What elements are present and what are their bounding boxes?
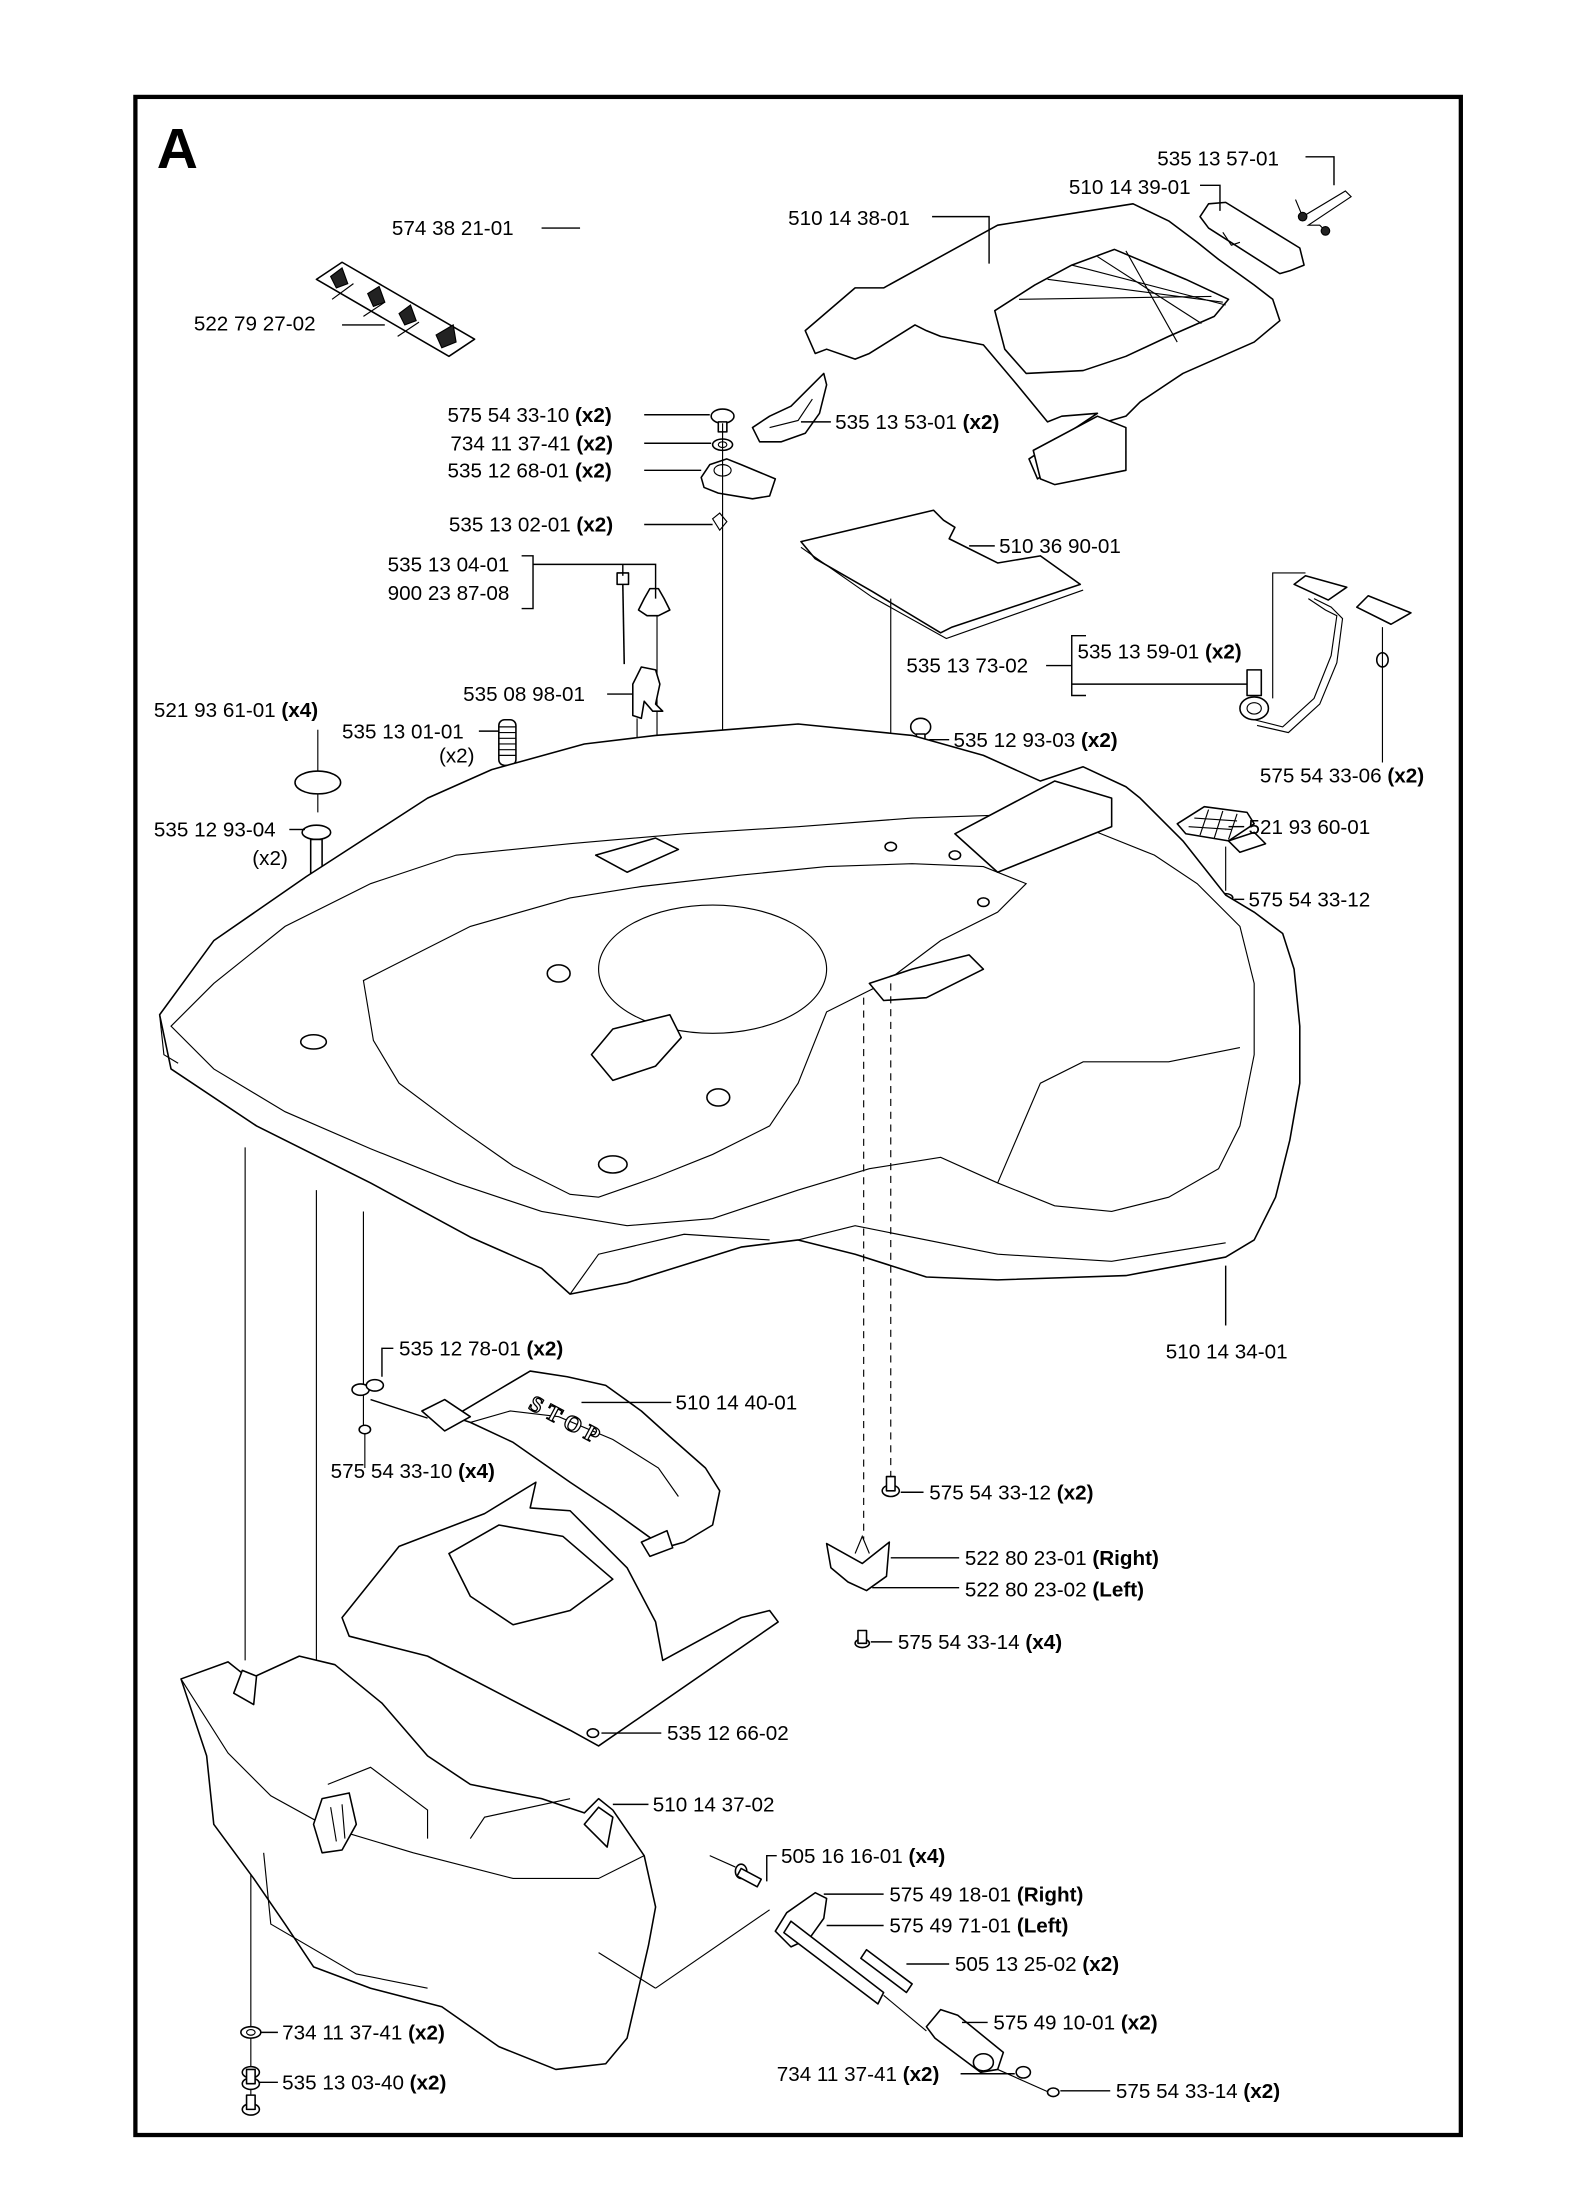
callout-label: 535 12 93-03 (x2)	[953, 729, 1117, 752]
callout-label: 535 08 98-01	[463, 683, 585, 706]
warning-decal	[315, 261, 476, 358]
callout-label: 522 80 23-02 (Left)	[965, 1578, 1144, 1601]
section-letter: A	[157, 117, 198, 181]
callout-label: 535 12 93-04	[154, 819, 276, 842]
main-body-chassis	[158, 723, 1301, 1326]
callout-label: 575 54 33-10 (x4)	[331, 1460, 495, 1483]
washer-and-screw-bottom-left	[240, 2025, 262, 2091]
callout-label: 510 14 34-01	[1166, 1340, 1288, 1363]
callout-label: 535 13 53-01 (x2)	[835, 411, 999, 434]
lower-cover-plate	[341, 1481, 779, 1747]
callout-label: 510 36 90-01	[999, 535, 1121, 558]
screw-under-body	[881, 1475, 901, 1498]
top-cover-lid	[804, 203, 1281, 486]
callout-label: 734 11 37-41 (x2)	[282, 2022, 445, 2045]
callout-label: 575 49 18-01 (Right)	[889, 1883, 1083, 1906]
callout-label: 575 54 33-06 (x2)	[1260, 764, 1424, 787]
sensor-harness	[1239, 572, 1412, 763]
callout-label: 575 54 33-12	[1248, 888, 1370, 911]
callout-label: 535 13 03-40 (x2)	[282, 2071, 446, 2094]
keypad	[1176, 805, 1267, 903]
callout-qty: (x2)	[252, 847, 288, 870]
callout-label: 510 14 37-02	[653, 1793, 775, 1816]
callout-label: 575 49 10-01 (x2)	[993, 2012, 1157, 2035]
callout-label: 535 13 57-01	[1157, 147, 1279, 170]
callout-label: 535 13 02-01 (x2)	[449, 514, 613, 537]
callout-label: 575 54 33-10 (x2)	[448, 404, 612, 427]
callout-label: 535 12 78-01 (x2)	[399, 1337, 563, 1360]
callout-label: 505 16 16-01 (x4)	[781, 1845, 945, 1868]
callout-label: 575 54 33-12 (x2)	[929, 1481, 1093, 1504]
corner-bracket	[825, 1534, 891, 1649]
callout-label: 535 13 04-01	[388, 554, 510, 577]
stop-button-cover: STOP	[351, 1370, 721, 1558]
callout-label: 522 79 27-02	[194, 313, 316, 336]
callout-label: 535 13 59-01 (x2)	[1077, 640, 1241, 663]
cap-and-screw-left	[294, 729, 342, 1048]
front-bumper	[180, 1655, 770, 2116]
callout-label: 535 12 68-01 (x2)	[448, 459, 612, 482]
diagram-frame	[133, 94, 1463, 2138]
callout-label: 900 23 87-08	[388, 582, 510, 605]
torsion-spring	[1294, 190, 1352, 236]
callout-labels: 535 13 57-01 510 14 39-01 574 38 21-01 5…	[154, 147, 1424, 2103]
callout-label: 535 13 01-01	[342, 720, 464, 743]
callout-label: 521 93 60-01	[1248, 816, 1370, 839]
callout-label: 522 80 23-01 (Right)	[965, 1547, 1159, 1570]
callout-label: 574 38 21-01	[392, 217, 514, 240]
callout-label: 734 11 37-41 (x2)	[777, 2063, 940, 2086]
callout-label: 510 14 38-01	[788, 207, 910, 230]
hinge-bracket	[751, 372, 828, 443]
handle-cover	[1199, 201, 1305, 275]
pivot-arm-assembly	[709, 1855, 1060, 2098]
callout-label: 510 14 40-01	[676, 1392, 798, 1415]
callout-label: 734 11 37-41 (x2)	[450, 432, 613, 455]
callout-label: 575 54 33-14 (x2)	[1116, 2080, 1280, 2103]
callout-label: 521 93 61-01 (x4)	[154, 699, 318, 722]
callout-label: 535 13 73-02	[906, 655, 1028, 678]
callout-label: 575 49 71-01 (Left)	[889, 1915, 1068, 1938]
callout-qty: (x2)	[439, 745, 475, 768]
callout-label: 575 54 33-14 (x4)	[898, 1631, 1062, 1654]
callout-label: 505 13 25-02 (x2)	[955, 1953, 1119, 1976]
callout-label: 535 12 66-02	[667, 1722, 789, 1745]
callout-label: 510 14 39-01	[1069, 176, 1191, 199]
